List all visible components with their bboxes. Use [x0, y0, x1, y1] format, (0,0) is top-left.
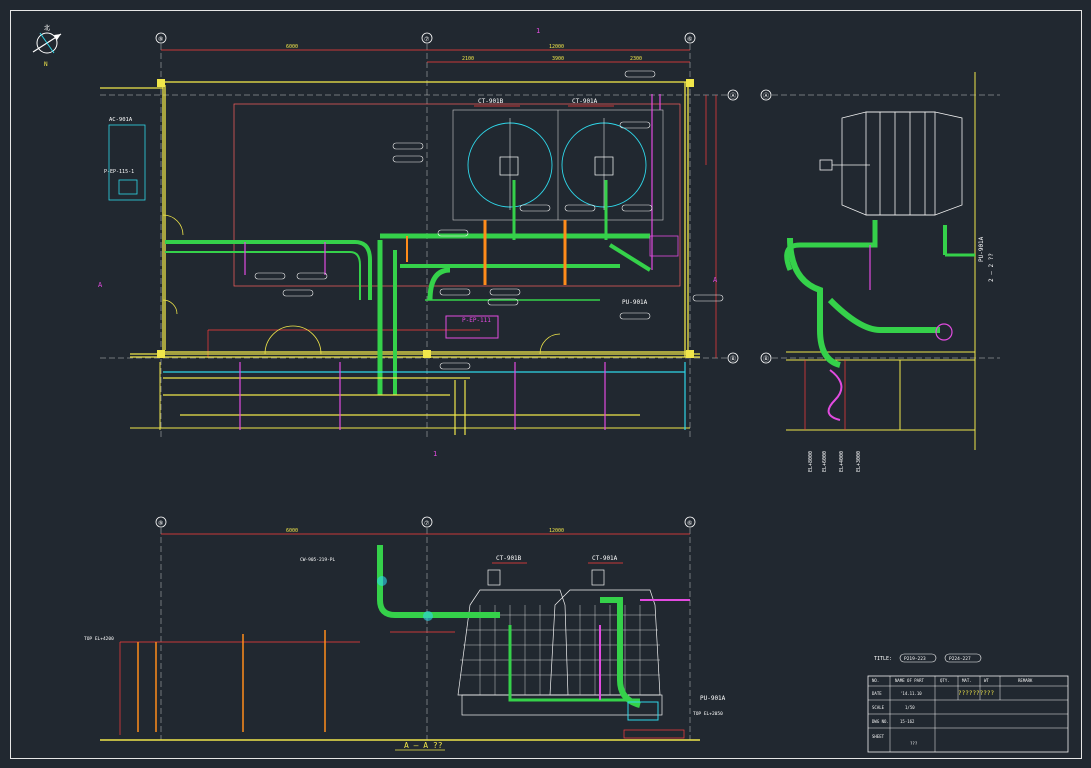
equipment-tag: AC-901A [109, 117, 133, 123]
svg-text:3900: 3900 [552, 56, 564, 62]
north-label: 北 [44, 24, 50, 32]
section-title: A — A ?? [404, 741, 443, 750]
title-block-header: NAME OF PART [895, 678, 924, 683]
section-mark: 1 [433, 450, 437, 458]
north-label-n: N [44, 61, 48, 68]
title-block-dwg: 15-162 [900, 719, 915, 724]
axis-label: ⑥ [687, 36, 692, 43]
axis-label: ⑦ [424, 520, 429, 527]
title-block-sheet: ??? [910, 741, 918, 746]
plan-tag-boxes [254, 70, 724, 370]
section-towers [457, 569, 663, 716]
section-mark: A [713, 276, 718, 284]
title-block-dwg-label: DWG NO. [872, 719, 889, 724]
title-block-header: MAT. [962, 678, 972, 683]
section-pump-tag: PU-901A [700, 695, 726, 702]
svg-text:6000: 6000 [286, 44, 298, 50]
svg-text:2300: 2300 [630, 56, 642, 62]
lower-pipes [163, 362, 686, 435]
axis-label: Ⓐ [730, 92, 736, 100]
tower-tag: CT-901B [478, 98, 504, 105]
drawing-frame [10, 10, 1082, 759]
side-tower [819, 111, 963, 216]
section-elev-label: TOP EL+2050 [693, 711, 723, 717]
axis-label: ⑧ [158, 36, 163, 43]
legend-item: P219-223 [904, 656, 926, 662]
side-section-label: 2 — 2 ?? [988, 253, 995, 282]
axis-label: ⑧ [158, 520, 163, 527]
title-block-header: WT [984, 678, 989, 683]
side-elev-label: EL+6000 [822, 451, 828, 472]
title-block-sheet-label: SHEET [872, 734, 885, 739]
side-view: Ⓐ Ⓑ [760, 72, 1000, 472]
side-elev-label: EL+3000 [856, 451, 862, 472]
axis-label: ⑥ [687, 520, 692, 527]
legend-item: P224-227 [949, 656, 971, 662]
equipment-label: P-EP-115-1 [104, 169, 134, 175]
side-pipes [784, 220, 975, 430]
pump-tag: PU-901A [622, 299, 648, 306]
title-block-title: ?????????? [958, 690, 995, 697]
dimension-lines [161, 49, 717, 358]
title-block-date-label: DATE [872, 691, 882, 696]
section-mark: A [98, 281, 103, 289]
pump-panel-label: P-EP-111 [462, 317, 491, 324]
title-block-header: NO. [872, 678, 879, 683]
doors [162, 214, 561, 355]
side-elev-label: EL+8000 [808, 451, 814, 472]
title-block-scale: 1/50 [905, 705, 915, 710]
section-mark: 1 [536, 27, 540, 35]
svg-text:2100: 2100 [462, 56, 474, 62]
plan-axis-bubbles [155, 32, 739, 364]
legend: TITLE: P219-223 P224-227 [874, 653, 982, 663]
axis-label: Ⓐ [763, 92, 769, 100]
columns [157, 79, 694, 358]
plan-view: ⑧ ⑦ ⑥ Ⓐ Ⓑ 6000 12000 2100 3900 2300 [98, 27, 739, 458]
section-top-label: CW-905-219-PL [300, 557, 336, 563]
section-pipes [377, 545, 690, 708]
title-block-scale-label: SCALE [872, 705, 885, 710]
svg-text:12000: 12000 [549, 44, 564, 50]
axis-label: ⑦ [424, 36, 429, 43]
compass-icon [32, 32, 62, 54]
section-view: ⑧ ⑦ ⑥ 6000 12000 [84, 516, 726, 751]
svg-text:6000: 6000 [286, 528, 298, 534]
title-block-header: REMARK [1018, 678, 1033, 683]
foundation [130, 362, 690, 430]
legend-label: TITLE: [874, 656, 892, 662]
cooling-tower-fans [467, 118, 647, 210]
section-left-label: TOP EL+4200 [84, 636, 114, 642]
title-block-header: QTY. [940, 678, 950, 683]
section-tower-tag: CT-901B [496, 555, 522, 562]
tower-tag: CT-901A [572, 98, 598, 105]
side-elev-label: EL+4000 [839, 451, 845, 472]
title-block: NO. NAME OF PART QTY. MAT. WT REMARK DAT… [867, 675, 1069, 753]
axis-label: Ⓑ [730, 355, 736, 363]
axis-label: Ⓑ [763, 355, 769, 363]
title-block-date: '14.11.10 [900, 691, 922, 696]
side-title: PU-901A [978, 236, 985, 262]
plan-pipes [165, 94, 661, 395]
section-tower-tag: CT-901A [592, 555, 618, 562]
svg-text:12000: 12000 [549, 528, 564, 534]
